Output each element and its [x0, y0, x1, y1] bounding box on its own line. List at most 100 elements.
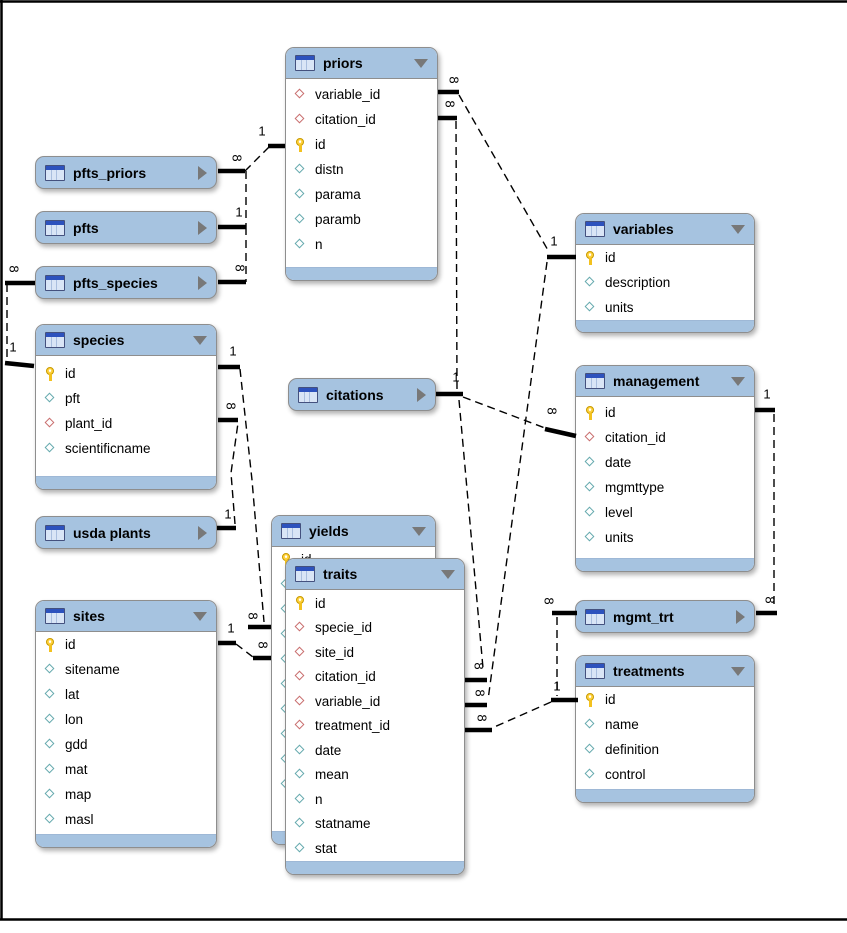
- expand-arrow-icon[interactable]: [198, 275, 207, 290]
- expand-arrow-icon[interactable]: [736, 609, 745, 624]
- field-row-variable_id[interactable]: variable_id: [286, 689, 464, 714]
- table-treatments[interactable]: treatments id name definition control: [575, 655, 755, 803]
- expand-arrow-icon[interactable]: [198, 525, 207, 540]
- field-row-lon[interactable]: lon: [36, 707, 216, 732]
- cardinality-label-one: 1: [550, 233, 557, 248]
- field-row-sitename[interactable]: sitename: [36, 657, 216, 682]
- field-row-mgmttype[interactable]: mgmttype: [576, 475, 754, 500]
- field-row-treatment_id[interactable]: treatment_id: [286, 714, 464, 739]
- table-management-header[interactable]: management: [576, 366, 754, 397]
- field-row-site_id[interactable]: site_id: [286, 640, 464, 665]
- field-row-pft[interactable]: pft: [36, 386, 216, 411]
- collapse-arrow-icon[interactable]: [731, 666, 745, 676]
- field-row-units[interactable]: units: [576, 525, 754, 550]
- expand-arrow-icon[interactable]: [198, 220, 207, 235]
- field-name: definition: [605, 742, 660, 757]
- field-row-citation_id[interactable]: citation_id: [576, 425, 754, 450]
- field-name: mean: [315, 767, 349, 783]
- field-name: id: [65, 637, 76, 652]
- field-row-plant_id[interactable]: plant_id: [36, 411, 216, 436]
- field-row-id[interactable]: id: [576, 687, 754, 712]
- table-citations[interactable]: citations: [288, 378, 436, 411]
- field-row-id[interactable]: id: [576, 245, 754, 270]
- attribute-icon: [583, 718, 597, 732]
- field-row-description[interactable]: description: [576, 270, 754, 295]
- foreign-key-icon: [43, 417, 57, 431]
- table-icon: [45, 274, 65, 291]
- table-traits-header[interactable]: traits: [286, 559, 464, 590]
- field-row-id[interactable]: id: [576, 400, 754, 425]
- table-treatments-header[interactable]: treatments: [576, 656, 754, 687]
- field-row-name[interactable]: name: [576, 712, 754, 737]
- expand-arrow-icon[interactable]: [417, 387, 426, 402]
- table-priors-header[interactable]: priors: [286, 48, 437, 79]
- attribute-icon: [43, 392, 57, 406]
- field-name: name: [605, 717, 639, 732]
- field-row-mean[interactable]: mean: [286, 763, 464, 788]
- field-row-statname[interactable]: statname: [286, 812, 464, 837]
- field-row-masl[interactable]: masl: [36, 807, 216, 832]
- field-row-units[interactable]: units: [576, 295, 754, 320]
- table-footer: [36, 834, 216, 847]
- field-row-map[interactable]: map: [36, 782, 216, 807]
- field-row-mat[interactable]: mat: [36, 757, 216, 782]
- field-row-scientificname[interactable]: scientificname: [36, 436, 216, 461]
- field-row-date[interactable]: date: [286, 738, 464, 763]
- attribute-icon: [583, 301, 597, 315]
- field-row-n[interactable]: n: [286, 232, 437, 257]
- field-row-definition[interactable]: definition: [576, 737, 754, 762]
- field-name: level: [605, 505, 633, 520]
- field-row-parama[interactable]: parama: [286, 182, 437, 207]
- field-row-level[interactable]: level: [576, 500, 754, 525]
- table-icon: [45, 164, 65, 181]
- field-row-control[interactable]: control: [576, 762, 754, 787]
- table-variables-header[interactable]: variables: [576, 214, 754, 245]
- field-row-id[interactable]: id: [286, 132, 437, 157]
- table-mgmt-trt[interactable]: mgmt_trt: [575, 600, 755, 633]
- field-row-id[interactable]: id: [36, 632, 216, 657]
- table-usda-plants[interactable]: usda plants: [35, 516, 217, 549]
- foreign-key-icon: [583, 431, 597, 445]
- table-icon: [585, 373, 605, 389]
- field-row-n[interactable]: n: [286, 787, 464, 812]
- field-row-citation_id[interactable]: citation_id: [286, 665, 464, 690]
- relationship-line: [239, 368, 265, 623]
- field-row-stat[interactable]: stat: [286, 836, 464, 861]
- field-row-citation_id[interactable]: citation_id: [286, 107, 437, 132]
- collapse-arrow-icon[interactable]: [414, 58, 428, 68]
- field-row-distn[interactable]: distn: [286, 157, 437, 182]
- attribute-icon: [583, 276, 597, 290]
- table-pfts[interactable]: pfts: [35, 211, 217, 244]
- cardinality-label-many: 8: [447, 76, 462, 83]
- expand-arrow-icon[interactable]: [198, 165, 207, 180]
- collapse-arrow-icon[interactable]: [412, 526, 426, 536]
- collapse-arrow-icon[interactable]: [193, 611, 207, 621]
- field-row-lat[interactable]: lat: [36, 682, 216, 707]
- collapse-arrow-icon[interactable]: [731, 376, 745, 386]
- field-name: plant_id: [65, 416, 113, 431]
- field-row-id[interactable]: id: [36, 361, 216, 386]
- field-row-date[interactable]: date: [576, 450, 754, 475]
- field-name: n: [315, 791, 323, 807]
- collapse-arrow-icon[interactable]: [731, 224, 745, 234]
- field-row-paramb[interactable]: paramb: [286, 207, 437, 232]
- primary-key-icon: [43, 366, 57, 381]
- table-pfts-priors[interactable]: pfts_priors: [35, 156, 217, 189]
- attribute-icon: [583, 768, 597, 782]
- table-pfts-species[interactable]: pfts_species: [35, 266, 217, 299]
- table-sites-header[interactable]: sites: [36, 601, 216, 632]
- collapse-arrow-icon[interactable]: [193, 335, 207, 345]
- collapse-arrow-icon[interactable]: [441, 569, 455, 579]
- field-row-specie_id[interactable]: specie_id: [286, 616, 464, 641]
- table-yields-header[interactable]: yields: [272, 516, 435, 547]
- field-row-variable_id[interactable]: variable_id: [286, 82, 437, 107]
- field-row-id[interactable]: id: [286, 591, 464, 616]
- field-row-gdd[interactable]: gdd: [36, 732, 216, 757]
- table-species-header[interactable]: species: [36, 325, 216, 356]
